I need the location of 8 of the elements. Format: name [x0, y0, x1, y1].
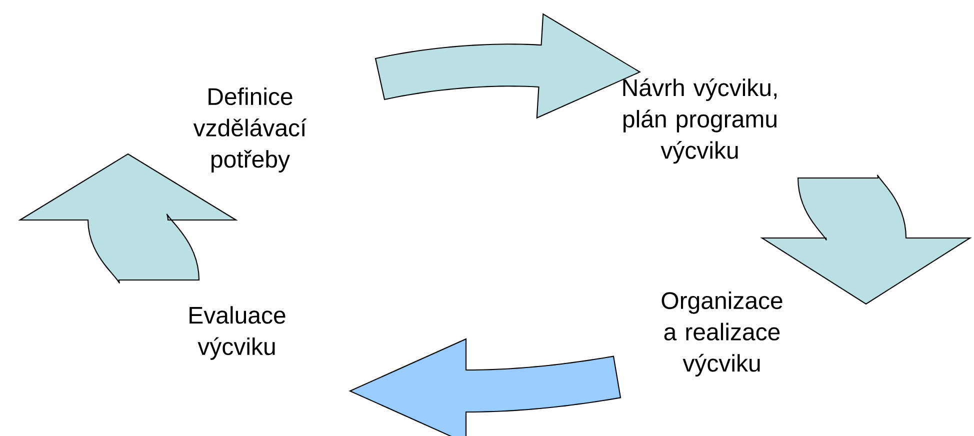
block-arrow — [18, 153, 238, 284]
step-label: Evaluace výcviku — [190, 306, 286, 360]
block-arrow — [348, 338, 622, 436]
step-label: Návrh výcviku, plán programu výcviku — [623, 78, 777, 164]
step-label: Organizace a realizace výcviku — [662, 291, 782, 377]
block-arrow — [760, 174, 972, 305]
block-arrow — [374, 13, 641, 119]
step-label: Definice vzdělávací potřeby — [193, 87, 307, 173]
